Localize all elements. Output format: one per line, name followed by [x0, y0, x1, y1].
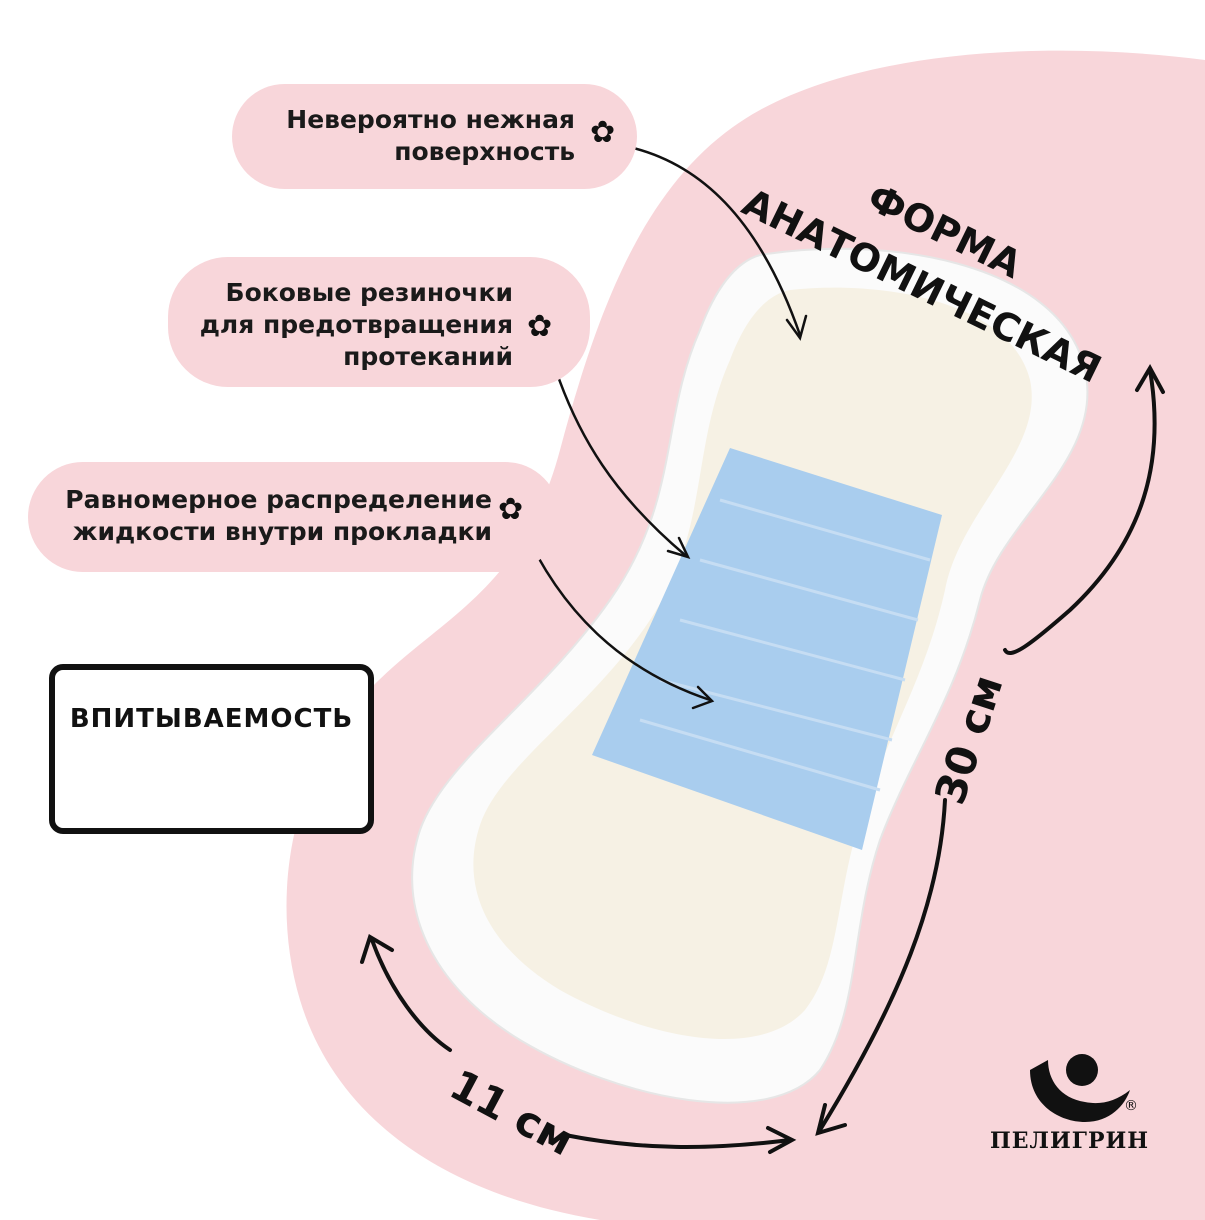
- callout-line: жидкости внутри прокладки: [72, 517, 492, 546]
- callout-line: Равномерное распределение: [65, 485, 492, 514]
- absorbency-label: ВПИТЫВАЕМОСТЬ: [69, 704, 354, 734]
- flower-icon: ✿: [590, 115, 616, 150]
- flower-icon: ✿: [498, 492, 524, 527]
- callout-pill-surface: [232, 84, 637, 189]
- pad-blue-layer: [592, 448, 942, 850]
- flower-icon: ✿: [527, 309, 553, 344]
- callout-surface-text: Невероятно нежная поверхность: [240, 104, 575, 168]
- callout-line: для предотвращения: [199, 310, 513, 339]
- callout-line: поверхность: [394, 137, 575, 166]
- absorbency-box: ВПИТЫВАЕМОСТЬ: [49, 664, 374, 834]
- callout-pill-distribution: [28, 462, 560, 572]
- callout-distribution-text: Равномерное распределение жидкости внутр…: [40, 484, 492, 548]
- callout-line: Боковые резиночки: [225, 278, 513, 307]
- pad-blue-texture: [639, 498, 931, 792]
- brand-name: ПЕЛИГРИН: [990, 1128, 1150, 1154]
- brand-logo-icon: [1030, 1054, 1130, 1122]
- callout-line: протеканий: [343, 342, 513, 371]
- brand-registered-mark: ®: [1124, 1098, 1138, 1114]
- callout-pill-cuffs: [168, 257, 590, 387]
- callout-line: Невероятно нежная: [286, 105, 575, 134]
- dimension-arrows: [360, 363, 1165, 1154]
- callout-cuffs-text: Боковые резиночки для предотвращения про…: [180, 277, 513, 373]
